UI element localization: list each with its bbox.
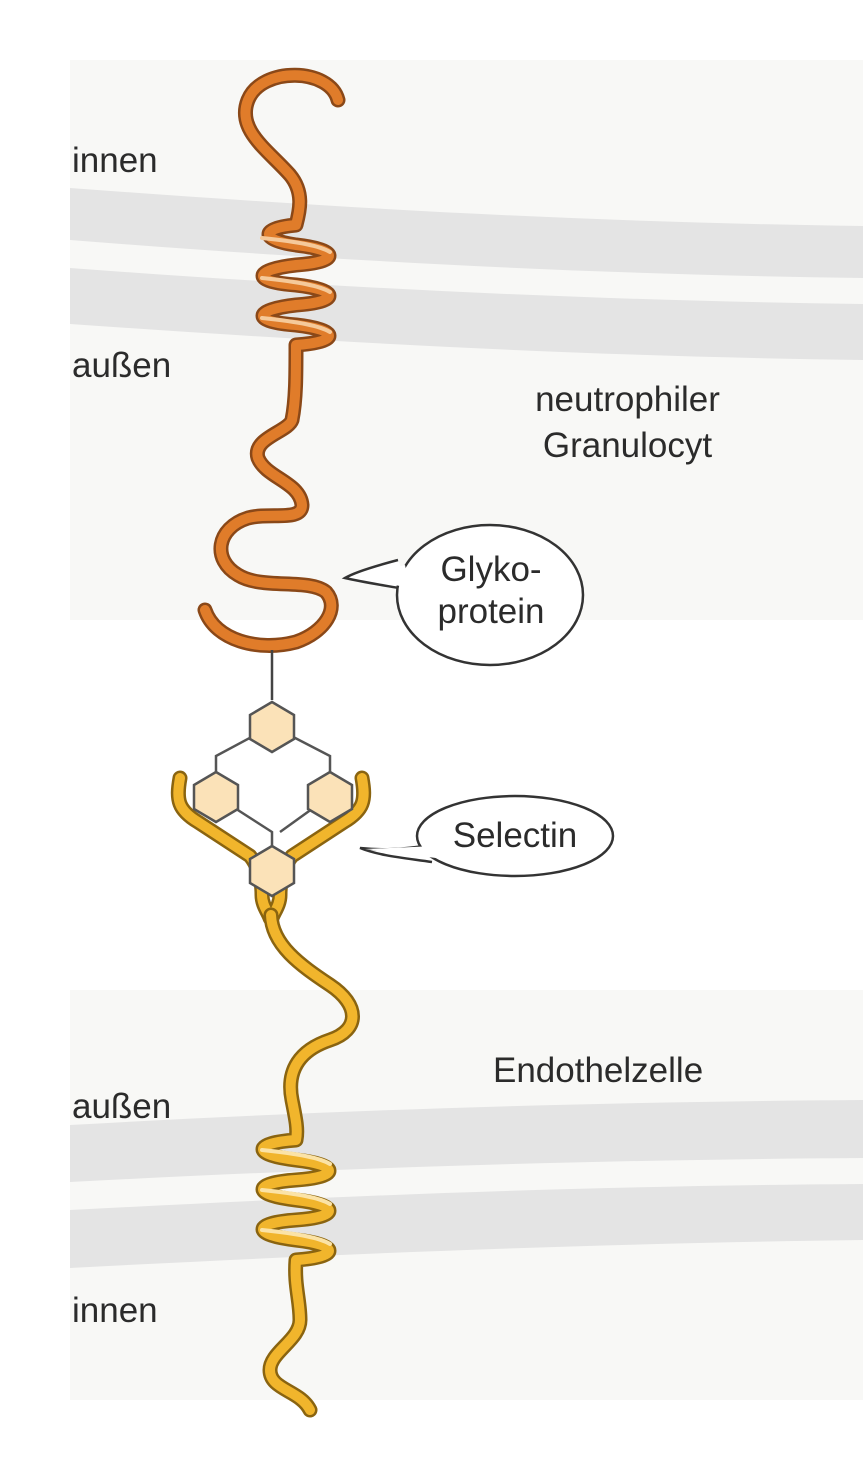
bubble-glyko-line1: Glyko-: [440, 550, 542, 589]
membrane-layer-upper: [70, 188, 863, 278]
sugar-hexagon-bottom: [248, 844, 296, 898]
bubble-selectin-label: Selectin: [452, 816, 578, 855]
glycan-tree: [192, 700, 354, 898]
label-top-inner: innen: [72, 141, 158, 180]
label-endothelial: Endothelzelle: [493, 1051, 704, 1090]
membrane-layer-lower: [70, 1184, 863, 1268]
neutrophil-membrane: [70, 188, 863, 360]
bubble-glyko-line2: protein: [437, 592, 545, 631]
label-neutrophil-line2: Granulocyt: [542, 426, 713, 465]
sugar-hexagon-right: [306, 770, 354, 824]
label-bottom-outer: außen: [72, 1087, 172, 1126]
sugar-hexagon-top: [248, 700, 296, 754]
glycoprotein-strand: [197, 67, 346, 653]
label-bottom-inner: innen: [72, 1291, 158, 1330]
label-top-outer: außen: [72, 346, 172, 385]
selectin-strand: [170, 770, 372, 1418]
selectin-callout: [359, 794, 615, 878]
glycoprotein-callout: [341, 523, 585, 667]
sugar-hexagon-left: [192, 770, 240, 824]
membrane-layer-lower: [70, 268, 863, 360]
label-neutrophil-line1: neutrophiler: [535, 380, 720, 419]
